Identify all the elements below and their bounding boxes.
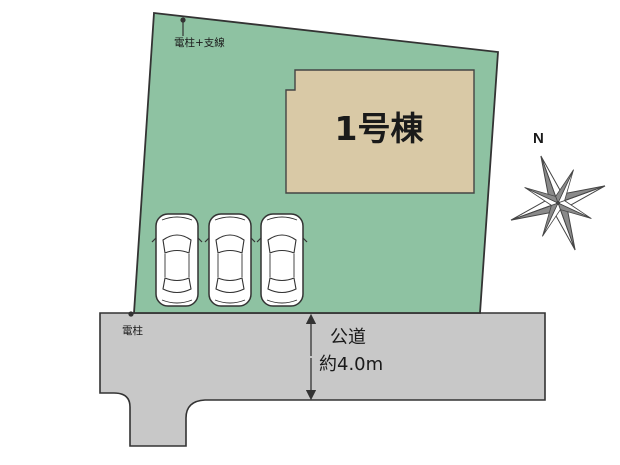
car-icon [256, 213, 308, 307]
road-width-label: 約4.0m [319, 354, 384, 375]
building-label: 1号棟 [334, 109, 424, 148]
compass-rose-icon [510, 155, 606, 251]
utility-pole-icon [180, 17, 186, 36]
pole-with-guy-label: 電柱+支線 [174, 37, 225, 49]
car-icon [204, 213, 256, 307]
building-footprint [285, 69, 475, 194]
north-label: N [533, 130, 544, 147]
utility-pole-icon [128, 311, 134, 317]
pole-label: 電柱 [122, 325, 143, 337]
car-icon [151, 213, 203, 307]
road-label: 公道 [330, 327, 366, 348]
public-road [99, 312, 546, 447]
